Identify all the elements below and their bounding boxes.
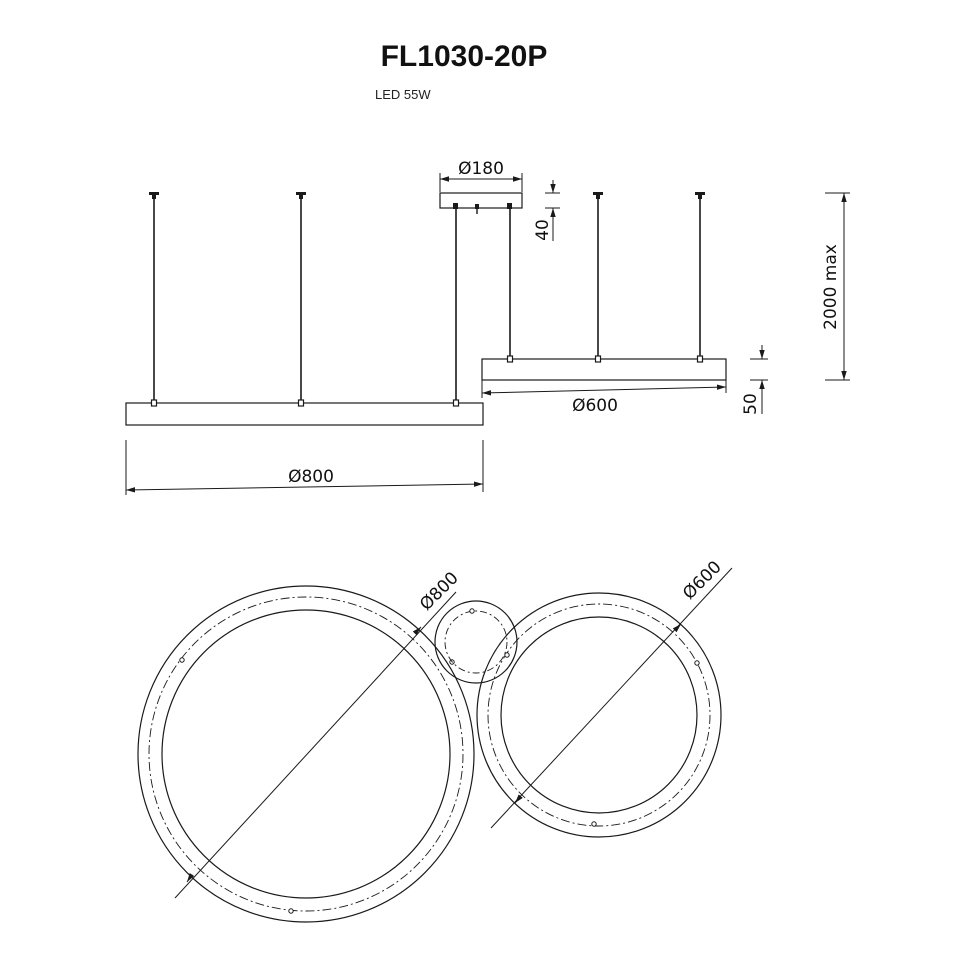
canopy-fixings: [453, 203, 512, 214]
dimension-large-ring-top: Ø800: [174, 568, 463, 899]
large-ring-top: [137, 585, 475, 923]
dimension-large-ring-side: Ø800: [125, 440, 484, 495]
power-spec: LED 55W: [375, 87, 431, 102]
model-title: FL1030-20P: [380, 40, 548, 73]
large-ring-top-label: Ø800: [416, 568, 463, 615]
dimension-max-length: 2000 max: [821, 192, 850, 381]
canopy-diameter-label: Ø180: [458, 159, 504, 179]
dimension-canopy-height: 40: [533, 180, 560, 241]
dimension-canopy-diameter: Ø180: [439, 159, 523, 192]
small-ring-top: [476, 592, 722, 838]
small-ring-side: [481, 358, 727, 381]
small-ring-top-label: Ø600: [679, 557, 726, 604]
max-length-label: 2000 max: [821, 244, 841, 330]
dimension-small-ring-side: Ø600: [481, 380, 727, 416]
dimension-small-ring-top: Ø600: [490, 557, 733, 829]
large-ring-side: [125, 402, 484, 426]
small-ring-side-label: Ø600: [572, 396, 618, 416]
suspension-cables: [153, 198, 701, 403]
canopy-top: [434, 600, 518, 684]
top-view: Ø800 Ø600: [137, 557, 733, 923]
dimension-ring-height: 50: [741, 345, 768, 415]
canopy-height-label: 40: [533, 219, 553, 241]
ceiling-hooks: [149, 192, 705, 199]
canopy: [439, 192, 523, 209]
large-ring-side-label: Ø800: [288, 467, 334, 487]
cable-clamps: [150, 355, 704, 407]
ring-height-label: 50: [741, 393, 761, 415]
side-view: Ø180 40 2000 max: [125, 159, 850, 495]
